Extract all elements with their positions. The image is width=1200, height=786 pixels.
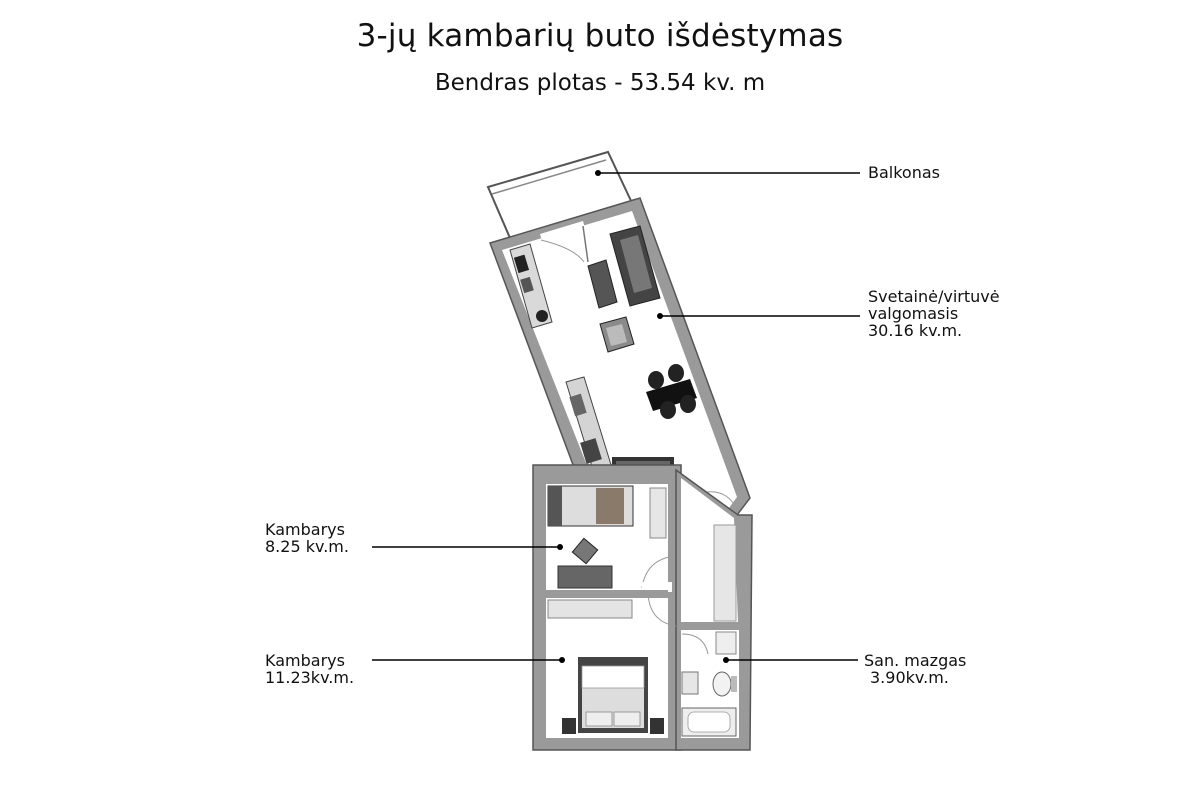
- label-living-area: 30.16 kv.m.: [868, 321, 963, 340]
- balcony-door-swing: [540, 239, 585, 263]
- room2-pillow: [585, 711, 613, 727]
- label-room1-name: Kambarys: [265, 520, 345, 539]
- armchair-seat: [606, 324, 627, 346]
- label-bath-name: San. mazgas: [864, 651, 967, 670]
- leader-lines: [372, 170, 860, 663]
- room1-desk: [557, 565, 613, 589]
- label-living-line2: valgomasis: [868, 304, 959, 323]
- label-room1: Kambarys 8.25 kv.m.: [265, 521, 349, 555]
- stove: [513, 254, 530, 274]
- oven: [569, 393, 587, 417]
- dining-table: [646, 379, 697, 411]
- plant: [536, 310, 548, 322]
- room2-blanket: [581, 665, 645, 689]
- room2-nightstand: [562, 718, 576, 734]
- label-balcony-name: Balkonas: [868, 163, 940, 182]
- label-room2-area: 11.23kv.m.: [265, 668, 355, 687]
- leader-dot-bath: [723, 657, 729, 663]
- room1-bed-headboard: [548, 486, 562, 526]
- leader-dot-living: [657, 313, 663, 319]
- room1-blanket: [596, 488, 624, 524]
- toilet-tank: [731, 676, 737, 692]
- balcony-door-gap: [540, 221, 586, 245]
- label-living-room: Svetainė/virtuvė valgomasis 30.16 kv.m.: [868, 288, 1000, 339]
- page-title: 3-jų kambarių buto išdėstymas: [356, 18, 844, 54]
- washing-machine: [715, 631, 737, 655]
- room-partition: [546, 590, 668, 598]
- dining-chair: [668, 364, 684, 382]
- coffee-table: [587, 259, 618, 309]
- room1-wardrobe: [649, 487, 667, 539]
- sink: [520, 276, 534, 294]
- room2-nightstand: [650, 718, 664, 734]
- room1-chair: [571, 537, 599, 565]
- lower-section: [532, 464, 753, 751]
- balcony-rail: [491, 159, 607, 195]
- label-bath: San. mazgas 3.90kv.m.: [864, 652, 966, 686]
- label-bath-area: 3.90kv.m.: [870, 668, 949, 687]
- label-living-line1: Svetainė/virtuvė: [868, 287, 1000, 306]
- leader-dot-balcony: [595, 170, 601, 176]
- total-area-subtitle: Bendras plotas - 53.54 kv. m: [434, 70, 766, 96]
- hall-wardrobe-detail: [616, 461, 670, 467]
- room2-wardrobe: [547, 599, 633, 619]
- bath-sink: [681, 671, 699, 695]
- dining-chair: [648, 371, 664, 389]
- hall-closet: [713, 524, 737, 622]
- balcony-door-leaf: [582, 225, 589, 263]
- dining-chair: [660, 401, 676, 419]
- room2-pillow: [613, 711, 641, 727]
- living-room: [489, 197, 751, 520]
- living-room-floor: [502, 211, 737, 508]
- leader-dot-room1: [557, 544, 563, 550]
- label-room2-name: Kambarys: [265, 651, 345, 670]
- label-room1-area: 8.25 kv.m.: [265, 537, 349, 556]
- leader-dot-room2: [559, 657, 565, 663]
- dining-chair: [680, 395, 696, 413]
- label-room2: Kambarys 11.23kv.m.: [265, 652, 354, 686]
- bath-door-swing: [681, 633, 709, 655]
- room1-door-gap: [642, 582, 672, 592]
- fridge: [580, 438, 602, 464]
- sofa-seat: [620, 235, 652, 293]
- toilet: [712, 671, 732, 697]
- room2-door-swing: [647, 593, 677, 627]
- label-balcony: Balkonas: [868, 164, 940, 181]
- bathtub-inner: [687, 711, 731, 733]
